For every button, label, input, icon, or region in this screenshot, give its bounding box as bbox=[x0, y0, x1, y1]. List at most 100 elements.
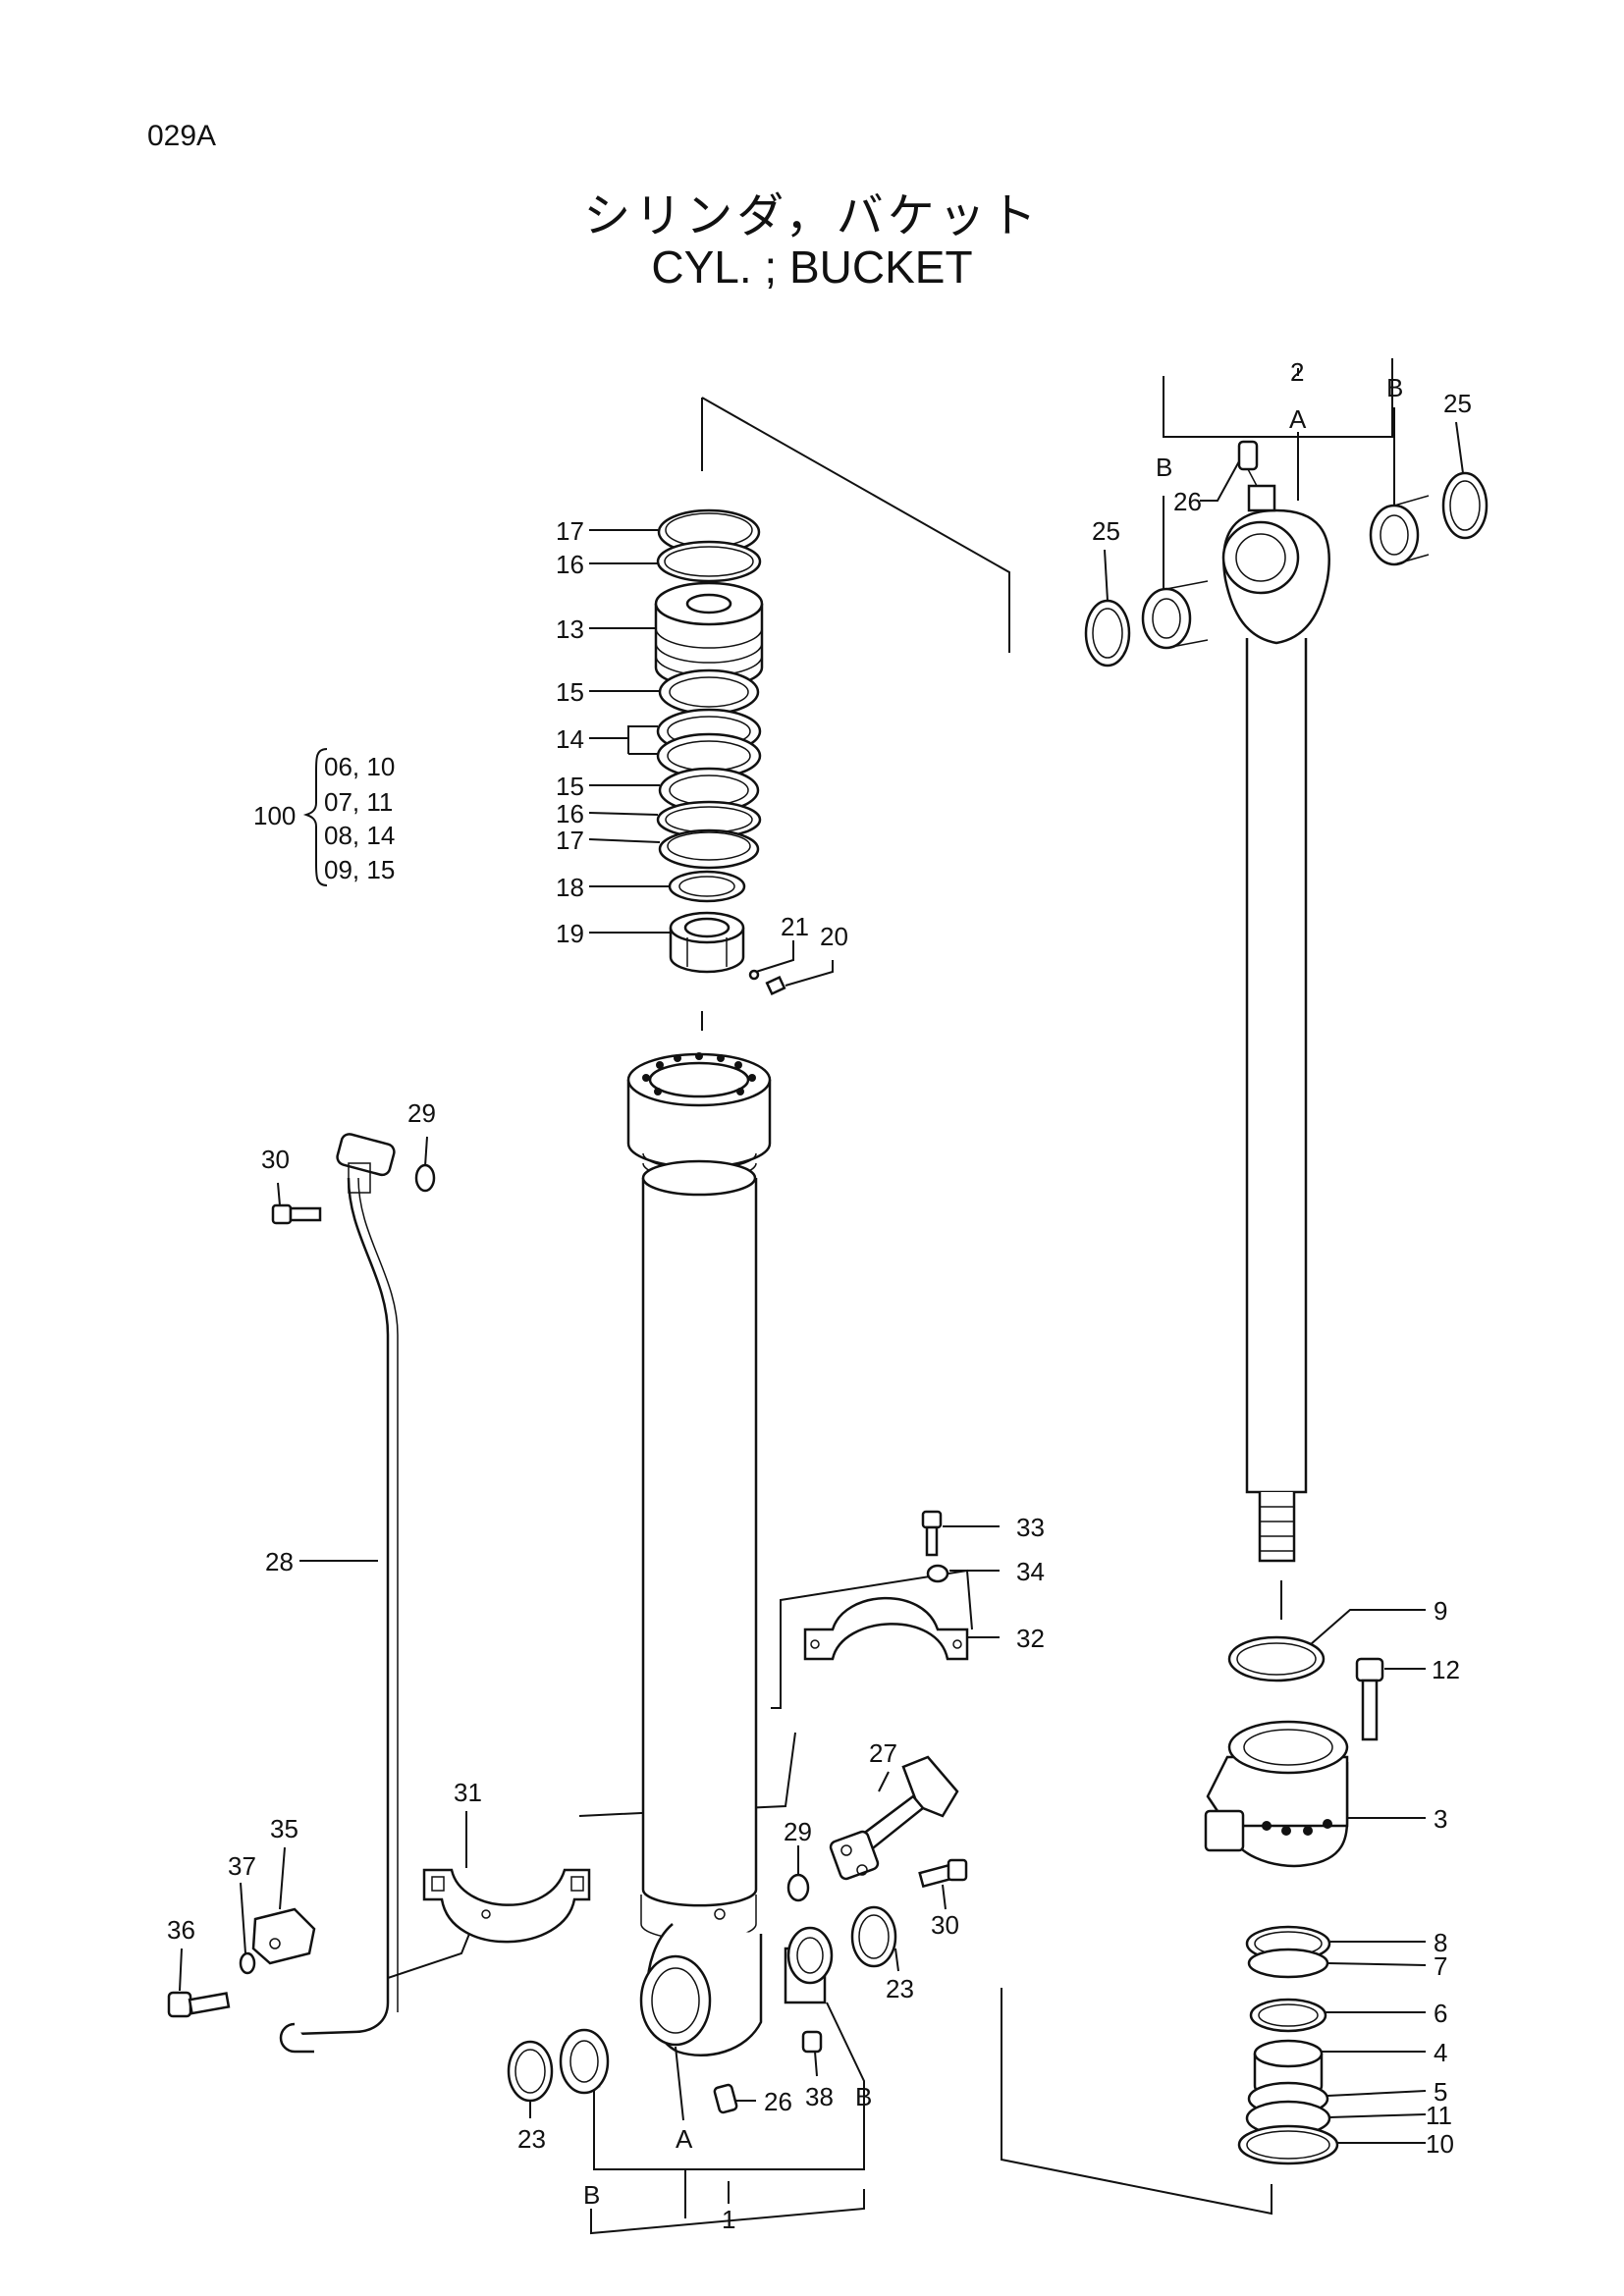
callout-b-top-right: B bbox=[1386, 373, 1403, 402]
seal-23-right bbox=[850, 1905, 897, 1968]
bushing-b-right-bottom bbox=[784, 1926, 834, 2004]
piston-13 bbox=[654, 581, 764, 689]
callout-25-left: 25 bbox=[1092, 516, 1120, 546]
flange-elbow-top bbox=[336, 1133, 396, 1194]
grease-fitting-26-bottom bbox=[713, 2083, 738, 2114]
washer-37 bbox=[239, 1951, 256, 1975]
callout-1: 1 bbox=[722, 2205, 735, 2234]
bushing-b-left-top bbox=[1141, 580, 1209, 650]
seal-14 bbox=[656, 708, 762, 779]
ball-21 bbox=[748, 969, 760, 981]
callout-b-top-left: B bbox=[1156, 453, 1172, 482]
callout-23-right: 23 bbox=[886, 1974, 914, 2003]
grease-fitting-26-top bbox=[1237, 440, 1259, 487]
callout-27: 27 bbox=[869, 1738, 897, 1768]
callout-35: 35 bbox=[270, 1814, 298, 1843]
bolt-33 bbox=[921, 1510, 943, 1557]
callout-30-bottom: 30 bbox=[931, 1910, 959, 1940]
callout-17-top: 17 bbox=[556, 516, 584, 546]
callout-17-bottom: 17 bbox=[556, 826, 584, 855]
seal-25-right bbox=[1441, 471, 1489, 540]
callout-36: 36 bbox=[167, 1915, 195, 1945]
title-japanese: シリンダ，バケット bbox=[583, 188, 1041, 243]
kit-row-3: 08, 14 bbox=[324, 821, 395, 850]
washer-34 bbox=[926, 1564, 949, 1583]
block-35 bbox=[251, 1907, 316, 1965]
seal-25-left bbox=[1084, 599, 1131, 667]
clamp-32 bbox=[803, 1596, 969, 1661]
callout-12: 12 bbox=[1432, 1655, 1460, 1684]
callout-8: 8 bbox=[1434, 1928, 1447, 1957]
kit-callout: 100 06, 10 07, 11 08, 14 09, 15 bbox=[253, 752, 395, 884]
ring-7 bbox=[1247, 1948, 1329, 1979]
kit-brace bbox=[302, 748, 328, 886]
callout-10: 10 bbox=[1426, 2129, 1454, 2159]
callout-3: 3 bbox=[1434, 1804, 1447, 1834]
kit-row-1: 06, 10 bbox=[324, 752, 395, 781]
pipe-27 bbox=[829, 1755, 959, 1881]
callout-29-bottom: 29 bbox=[784, 1817, 812, 1846]
cylinder-tube bbox=[626, 1052, 772, 2056]
callout-15-bottom: 15 bbox=[556, 772, 584, 801]
callout-34: 34 bbox=[1016, 1557, 1045, 1586]
callout-33: 33 bbox=[1016, 1513, 1045, 1542]
callout-a-bottom: A bbox=[676, 2124, 693, 2154]
callout-21: 21 bbox=[781, 912, 809, 941]
callout-32: 32 bbox=[1016, 1624, 1045, 1653]
set-screw-20 bbox=[765, 975, 786, 996]
plug-38 bbox=[801, 2030, 823, 2054]
callout-6: 6 bbox=[1434, 1999, 1447, 2028]
kit-row-2: 07, 11 bbox=[324, 787, 393, 817]
callout-14: 14 bbox=[556, 724, 584, 754]
pipe-28 bbox=[279, 1177, 399, 2054]
callout-9: 9 bbox=[1434, 1596, 1447, 1626]
bolt-30-top bbox=[271, 1203, 322, 1225]
callout-29-top: 29 bbox=[407, 1098, 436, 1128]
o-ring-29-top bbox=[414, 1163, 436, 1193]
callout-b-bottom-right: B bbox=[855, 2082, 872, 2111]
bushing-b-left-bottom bbox=[559, 2028, 610, 2095]
bolt-30-bottom bbox=[918, 1858, 968, 1889]
callout-4: 4 bbox=[1434, 2038, 1447, 2067]
callout-26-bottom: 26 bbox=[764, 2087, 792, 2116]
callout-30-top: 30 bbox=[261, 1145, 290, 1174]
nut-19 bbox=[669, 911, 745, 974]
title-english: CYL. ; BUCKET bbox=[651, 241, 973, 293]
callout-2: 2 bbox=[1290, 357, 1304, 387]
callout-5: 5 bbox=[1434, 2077, 1447, 2107]
bolt-12 bbox=[1355, 1657, 1384, 1741]
piston-rod bbox=[1221, 484, 1330, 1563]
callout-13: 13 bbox=[556, 614, 584, 644]
bolt-36 bbox=[167, 1991, 231, 2018]
callout-23-left: 23 bbox=[517, 2124, 546, 2154]
seal-6 bbox=[1249, 1998, 1327, 2033]
callout-20: 20 bbox=[820, 922, 848, 951]
o-ring-10 bbox=[1237, 2124, 1339, 2165]
callout-18: 18 bbox=[556, 873, 584, 902]
piston-ring-17-bottom bbox=[658, 828, 760, 870]
page-code: 029A bbox=[147, 120, 217, 152]
washer-18 bbox=[668, 870, 746, 903]
callout-7: 7 bbox=[1434, 1951, 1447, 1981]
kit-number: 100 bbox=[253, 801, 296, 830]
callout-28: 28 bbox=[265, 1547, 294, 1576]
callout-11: 11 bbox=[1426, 2101, 1452, 2130]
callout-25-right: 25 bbox=[1443, 389, 1472, 418]
seal-15-top bbox=[658, 668, 760, 716]
seal-23-left bbox=[507, 2040, 554, 2103]
callout-31: 31 bbox=[454, 1778, 482, 1807]
callout-a-top: A bbox=[1289, 404, 1307, 434]
ring-16-top bbox=[656, 540, 762, 583]
callout-16-bottom: 16 bbox=[556, 799, 584, 828]
seal-15-bottom bbox=[658, 767, 760, 814]
callout-labels: 17 16 13 15 14 15 16 17 18 19 21 20 2 A … bbox=[167, 357, 1472, 2234]
o-ring-9 bbox=[1227, 1635, 1326, 1682]
callout-16-top: 16 bbox=[556, 550, 584, 579]
callout-38: 38 bbox=[805, 2082, 834, 2111]
callout-b-bottom-left: B bbox=[583, 2180, 600, 2210]
callout-26-top: 26 bbox=[1173, 487, 1202, 516]
callout-15-top: 15 bbox=[556, 677, 584, 707]
callout-37: 37 bbox=[228, 1851, 256, 1881]
leader-lines bbox=[179, 358, 1464, 2235]
kit-row-4: 09, 15 bbox=[324, 855, 395, 884]
